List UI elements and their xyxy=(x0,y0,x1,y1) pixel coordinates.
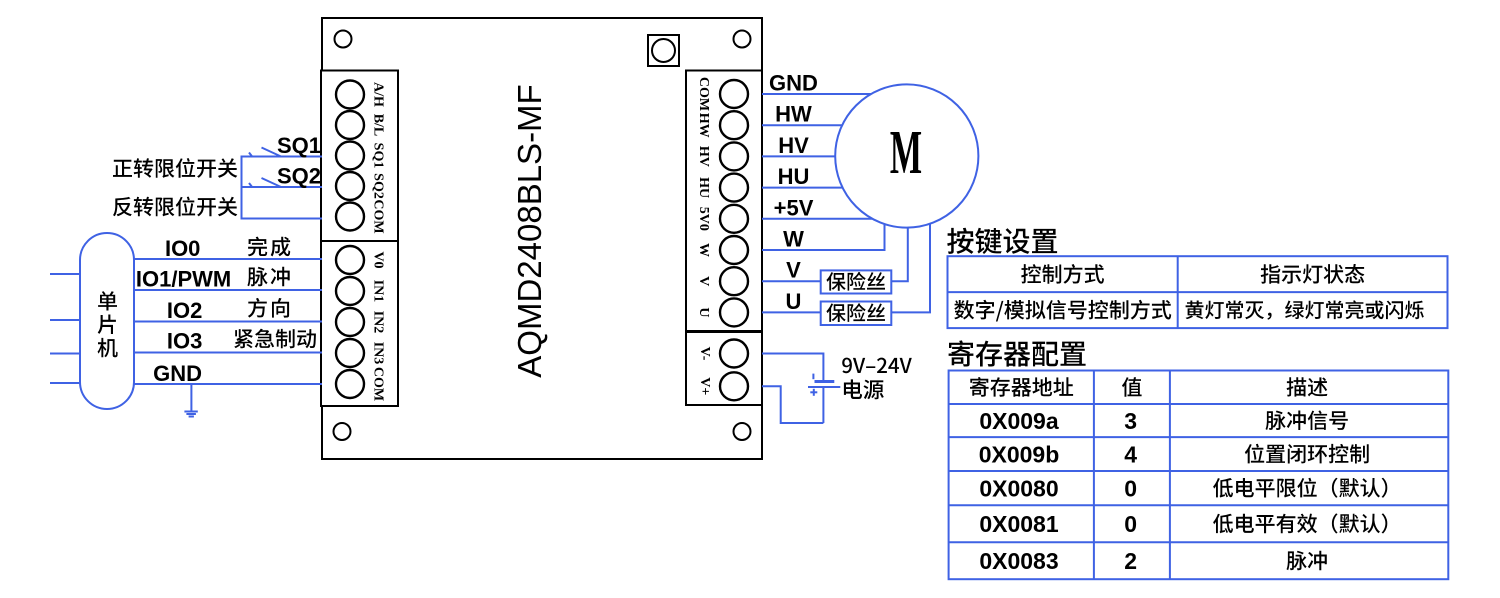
svg-text:HU: HU xyxy=(778,164,810,189)
svg-text:HV: HV xyxy=(696,146,711,167)
svg-text:2: 2 xyxy=(1124,548,1137,574)
svg-text:COM: COM xyxy=(696,77,711,111)
svg-text:SQ1: SQ1 xyxy=(277,133,321,158)
svg-text:HW: HW xyxy=(696,113,711,138)
svg-text:4: 4 xyxy=(1124,441,1137,467)
svg-text:A/H: A/H xyxy=(371,82,386,107)
svg-text:M: M xyxy=(890,117,922,186)
svg-text:0X009b: 0X009b xyxy=(979,441,1060,467)
svg-text:0: 0 xyxy=(1124,511,1137,537)
svg-text:0X0083: 0X0083 xyxy=(979,548,1058,574)
svg-text:IO0: IO0 xyxy=(165,236,200,261)
svg-text:0X009a: 0X009a xyxy=(979,408,1059,434)
svg-text:SQ2: SQ2 xyxy=(371,173,386,199)
svg-text:IN2: IN2 xyxy=(371,311,386,334)
svg-text:HW: HW xyxy=(775,102,812,127)
svg-text:V: V xyxy=(786,258,801,283)
svg-text:V+: V+ xyxy=(697,377,712,395)
svg-text:GND: GND xyxy=(153,361,202,386)
svg-text:COM: COM xyxy=(371,367,386,401)
svg-text:+5V: +5V xyxy=(774,195,814,220)
svg-text:0X0081: 0X0081 xyxy=(979,511,1059,537)
svg-text:V: V xyxy=(696,276,711,286)
svg-text:IO2: IO2 xyxy=(167,298,202,323)
svg-text:AQMD2408BLS-MF: AQMD2408BLS-MF xyxy=(511,84,548,377)
svg-text:IO1/PWM: IO1/PWM xyxy=(136,267,231,292)
svg-text:0: 0 xyxy=(1124,476,1137,502)
svg-text:IO3: IO3 xyxy=(167,329,202,354)
svg-text:W: W xyxy=(783,227,804,252)
svg-text:HU: HU xyxy=(696,177,711,198)
svg-text:COM: COM xyxy=(371,199,386,233)
svg-text:V-: V- xyxy=(697,347,712,361)
svg-text:0X0080: 0X0080 xyxy=(979,476,1058,502)
svg-text:B/L: B/L xyxy=(371,114,386,137)
svg-text:IN1: IN1 xyxy=(371,280,386,303)
svg-text:W: W xyxy=(696,243,711,257)
svg-text:5V0: 5V0 xyxy=(696,207,711,231)
svg-text:3: 3 xyxy=(1124,408,1137,434)
svg-text:GND: GND xyxy=(769,71,818,96)
svg-text:HV: HV xyxy=(778,133,809,158)
svg-text:SQ2: SQ2 xyxy=(277,164,321,189)
svg-text:V0: V0 xyxy=(371,251,386,268)
svg-text:U: U xyxy=(696,307,711,317)
svg-text:SQ1: SQ1 xyxy=(371,143,386,169)
svg-text:IN3: IN3 xyxy=(371,342,386,365)
svg-text:U: U xyxy=(786,289,802,314)
